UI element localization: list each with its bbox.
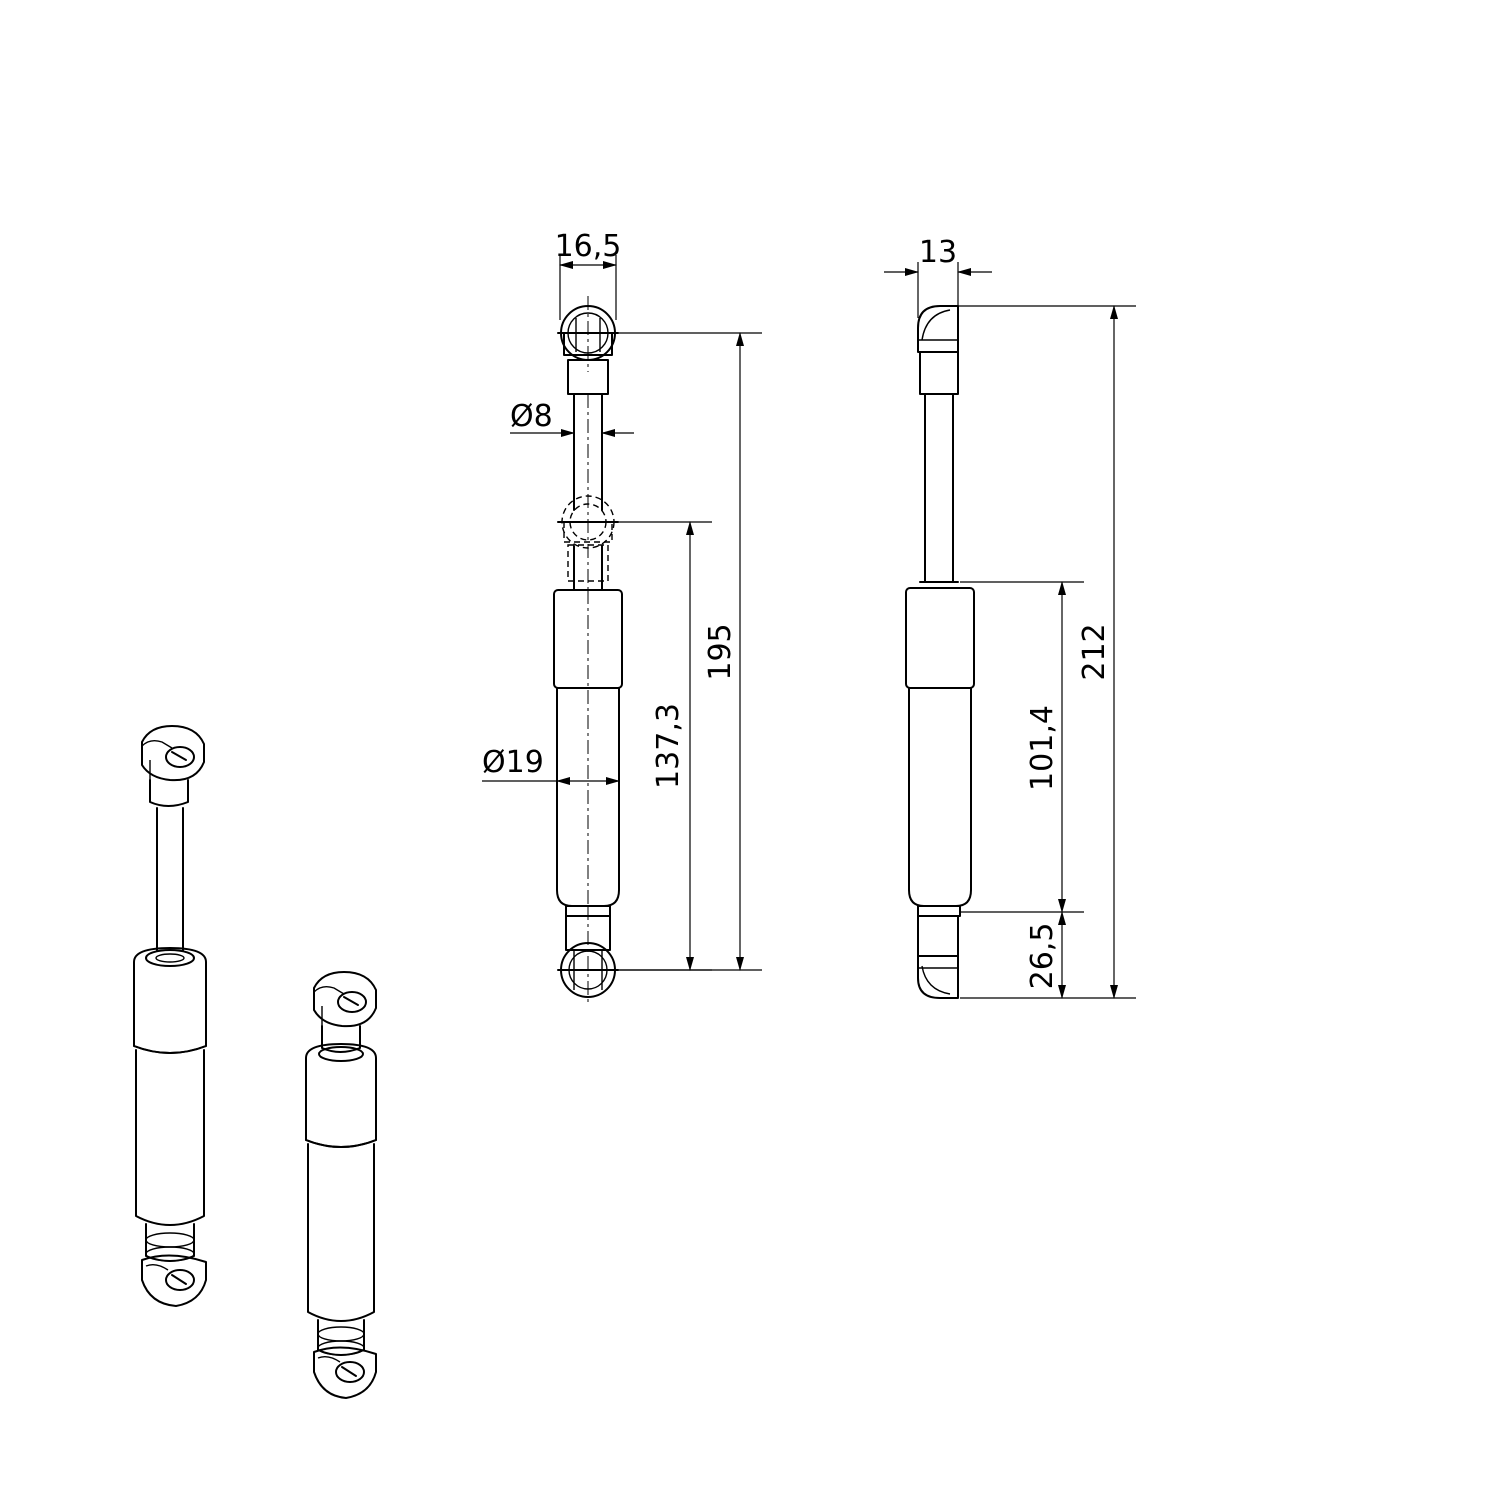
front-bottom-eye: [557, 905, 619, 1006]
front-top-eye: [557, 296, 619, 395]
eye-width-front-label: 16,5: [555, 229, 622, 264]
overall-length-label: 212: [1077, 623, 1112, 680]
dim-rod-diameter: Ø8: [510, 399, 634, 437]
side-top-fitting: [917, 305, 959, 395]
dim-retracted-length: 137,3: [612, 521, 712, 971]
extended-length-label: 195: [703, 623, 738, 680]
dim-end-fitting-length: 26,5: [960, 911, 1136, 999]
isometric-retracted-spring: [305, 971, 377, 1399]
isometric-extended-spring: [133, 725, 207, 1307]
dim-eye-width-front: 16,5: [555, 229, 622, 320]
front-piston-rod: [573, 393, 603, 590]
retracted-length-label: 137,3: [651, 703, 686, 789]
side-cylinder: [905, 581, 975, 907]
dim-body-diameter: Ø19: [482, 745, 620, 785]
side-view: 13 101,4 26,5 212: [884, 235, 1136, 999]
dim-body-length: 101,4: [960, 581, 1084, 913]
dim-overall-length: 212: [958, 305, 1136, 999]
end-fitting-length-label: 26,5: [1025, 923, 1060, 990]
dim-extended-length: 195: [618, 332, 762, 971]
front-view: 16,5 Ø8 Ø19 137,3 195: [482, 229, 762, 1006]
dim-eye-width-side: 13: [884, 235, 992, 318]
body-diameter-label: Ø19: [482, 745, 544, 780]
rod-diameter-label: Ø8: [510, 399, 553, 434]
side-bottom-fitting: [917, 905, 961, 999]
front-cylinder: [553, 589, 623, 907]
body-length-label: 101,4: [1025, 705, 1060, 791]
eye-width-side-label: 13: [919, 235, 957, 270]
side-piston-rod: [924, 393, 954, 583]
